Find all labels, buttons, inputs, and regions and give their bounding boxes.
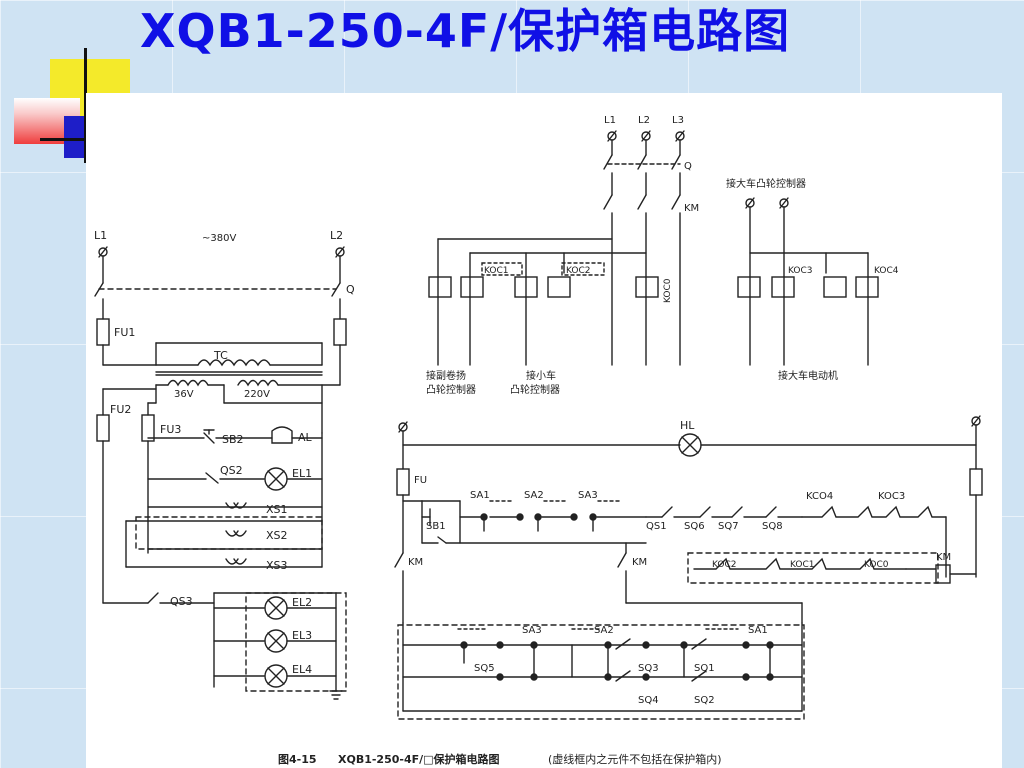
label-xs3: XS3 — [266, 559, 288, 572]
label-power-q: Q — [684, 161, 692, 172]
label-xs1: XS1 — [266, 503, 288, 516]
decor-vertical-line — [84, 48, 87, 163]
label-power-koc0: KOC0 — [663, 278, 673, 303]
slide-title: XQB1-250-4F/保护箱电路图 — [140, 4, 791, 58]
label-sq2: SQ2 — [694, 695, 715, 706]
label-voltage: ~380V — [202, 233, 236, 244]
control-circuit-wiring — [394, 415, 983, 720]
label-control-koc3: KOC3 — [878, 491, 905, 502]
label-l2: L2 — [330, 229, 343, 242]
caption-note: (虚线框内之元件不包括在保护箱内) — [548, 752, 722, 766]
circuit-diagram-svg: L1 L2 ~380V Q FU1 TC 36V 220V FU2 FU3 SB… — [94, 115, 983, 766]
label-bridge-motor: 接大车电动机 — [778, 369, 838, 382]
caption-text: XQB1-250-4F/□保护箱电路图 — [338, 752, 500, 766]
label-sb1: SB1 — [426, 521, 446, 532]
label-fu2: FU2 — [110, 403, 131, 416]
label-xs2: XS2 — [266, 529, 288, 542]
label-km-mid: KM — [632, 557, 647, 568]
label-qs2: QS2 — [220, 464, 243, 477]
label-bottom-sa2: SA2 — [594, 625, 614, 636]
label-sq5: SQ5 — [474, 663, 495, 674]
label-power-l3: L3 — [672, 115, 684, 126]
label-el2: EL2 — [292, 596, 312, 609]
label-sa3: SA3 — [578, 490, 598, 501]
power-circuit-wiring — [428, 130, 879, 366]
label-trolley-2: 凸轮控制器 — [510, 383, 560, 396]
label-sq7: SQ7 — [718, 521, 739, 532]
label-sa1: SA1 — [470, 490, 490, 501]
label-el1: EL1 — [292, 467, 312, 480]
label-sq4: SQ4 — [638, 695, 659, 706]
label-sb2: SB2 — [222, 433, 244, 446]
label-km-left: KM — [408, 557, 423, 568]
label-al: AL — [298, 431, 313, 444]
label-el3: EL3 — [292, 629, 312, 642]
decor-horizontal-line — [40, 138, 96, 141]
label-sa2: SA2 — [524, 490, 544, 501]
circuit-diagram-image: L1 L2 ~380V Q FU1 TC 36V 220V FU2 FU3 SB… — [86, 93, 1002, 768]
label-km-coil: KM — [936, 552, 951, 563]
label-aux-hoist-1: 接副卷扬 — [426, 369, 466, 382]
label-control-koc0: KOC0 — [864, 560, 889, 570]
label-fu3: FU3 — [160, 423, 181, 436]
label-hl: HL — [680, 419, 695, 432]
label-switch-q: Q — [346, 283, 355, 296]
label-sq6: SQ6 — [684, 521, 705, 532]
label-36v: 36V — [174, 389, 194, 400]
left-circuit-wiring — [94, 246, 347, 700]
label-power-koc2: KOC2 — [566, 266, 591, 276]
caption-figure-number: 图4-15 — [278, 753, 317, 766]
label-power-l2: L2 — [638, 115, 650, 126]
label-sq3: SQ3 — [638, 663, 659, 674]
label-power-koc3: KOC3 — [788, 266, 813, 276]
label-220v: 220V — [244, 389, 270, 400]
label-kco4: KCO4 — [806, 491, 833, 502]
label-power-km: KM — [684, 203, 699, 214]
label-control-koc2: KOC2 — [712, 560, 737, 570]
label-qs3: QS3 — [170, 595, 193, 608]
label-control-koc1: KOC1 — [790, 560, 815, 570]
label-l1: L1 — [94, 229, 107, 242]
label-bottom-sa1: SA1 — [748, 625, 768, 636]
label-power-l1: L1 — [604, 115, 616, 126]
label-aux-hoist-2: 凸轮控制器 — [426, 383, 476, 396]
label-tc: TC — [213, 349, 228, 362]
label-power-koc1: KOC1 — [484, 266, 509, 276]
label-sq1: SQ1 — [694, 663, 715, 674]
label-qs1: QS1 — [646, 521, 667, 532]
label-trolley-1: 接小车 — [526, 369, 556, 382]
label-control-fu: FU — [414, 475, 427, 486]
label-fu1: FU1 — [114, 326, 135, 339]
label-power-koc4: KOC4 — [874, 266, 899, 276]
label-cam-main: 接大车凸轮控制器 — [726, 177, 806, 190]
label-el4: EL4 — [292, 663, 312, 676]
label-bottom-sa3: SA3 — [522, 625, 542, 636]
label-sq8: SQ8 — [762, 521, 783, 532]
